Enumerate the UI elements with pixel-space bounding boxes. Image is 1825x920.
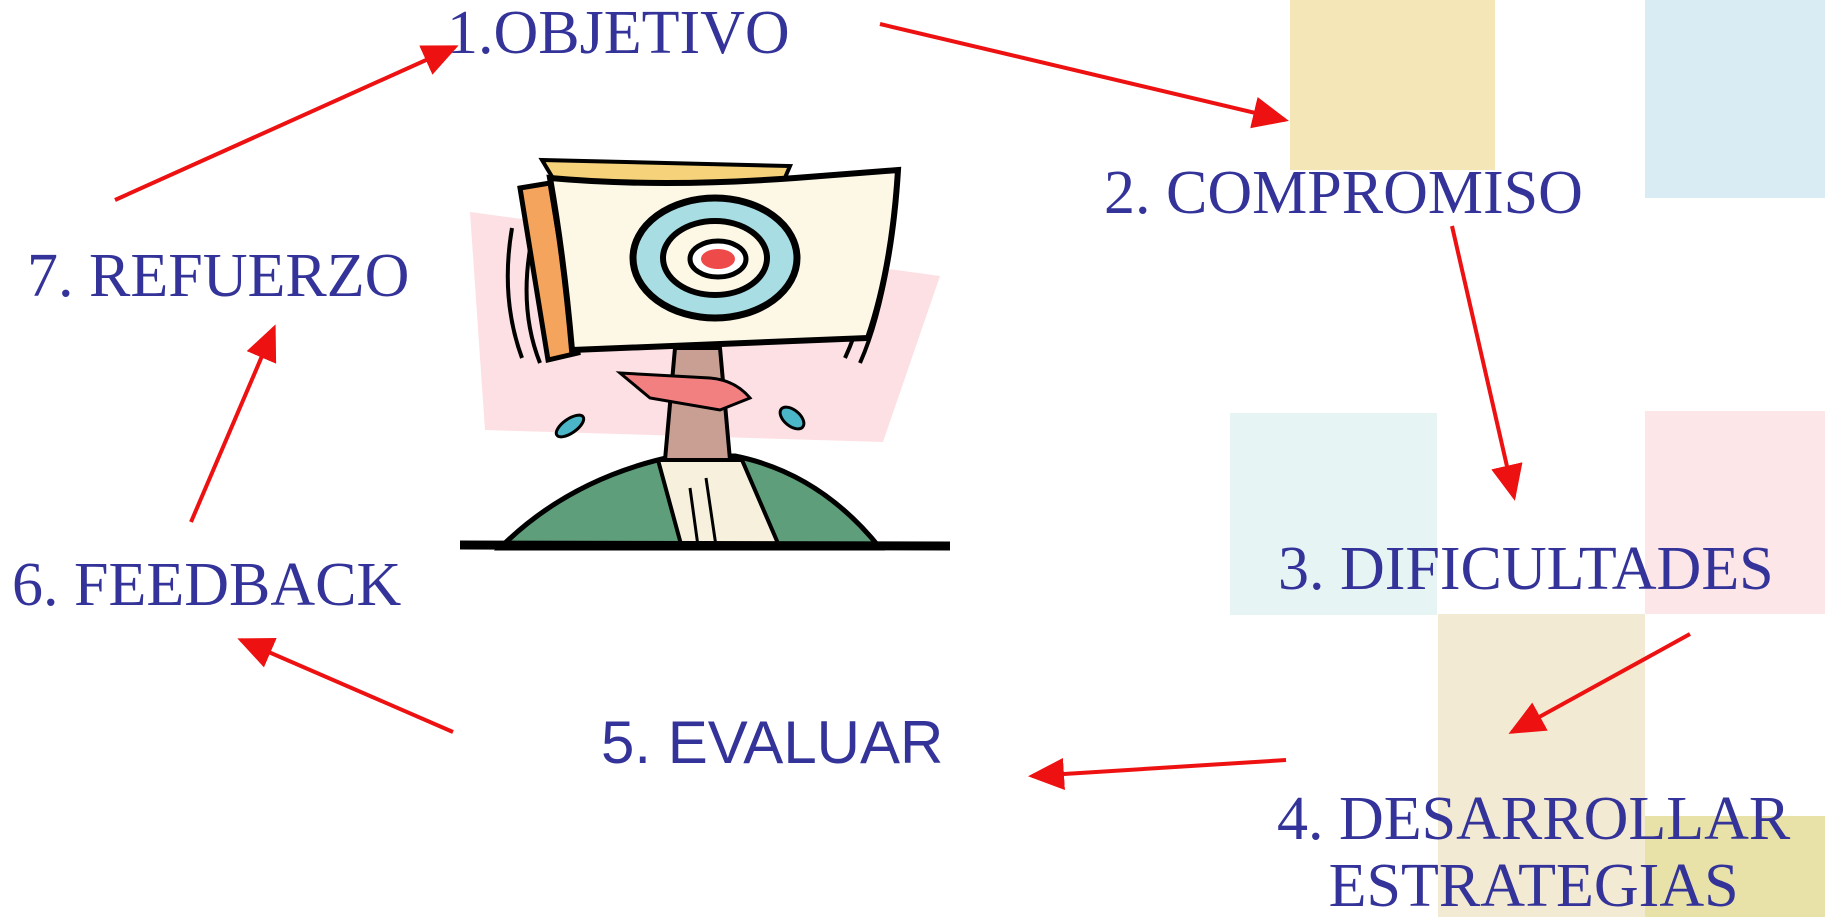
bg-square-pink — [1645, 411, 1825, 614]
bg-square-blue — [1645, 0, 1825, 198]
step-2-compromiso: 2. COMPROMISO — [1104, 159, 1583, 227]
step-1-objetivo: 1.OBJETIVO — [447, 0, 790, 67]
bg-square-beige — [1438, 614, 1645, 917]
arrow-1-to-2 — [879, 22, 1289, 129]
step-6-feedback: 6. FEEDBACK — [12, 551, 402, 619]
arrow-4-to-5 — [1028, 758, 1287, 790]
bg-square-teal — [1230, 413, 1437, 615]
bg-square-gold — [1290, 0, 1495, 170]
arrow-3-to-4 — [1508, 632, 1691, 734]
bg-square-olive — [1645, 816, 1825, 917]
arrow-6-to-7 — [189, 324, 277, 523]
step-4-line-1: 4. DESARROLLAR — [1277, 785, 1791, 853]
target-headed-figure-icon — [460, 157, 950, 551]
step-5-evaluar: 5. EVALUAR — [601, 709, 944, 776]
step-4-line-2: ESTRATEGIAS — [1328, 851, 1739, 920]
step-7-refuerzo: 7. REFUERZO — [27, 242, 410, 310]
arrow-7-to-1 — [114, 45, 459, 202]
arrow-2-to-3 — [1450, 225, 1523, 501]
step-3-dificultades: 3. DIFICULTADES — [1278, 535, 1774, 603]
step-4-desarrollar-estrategias: 4. DESARROLLAR ESTRATEGIAS — [1277, 786, 1790, 920]
arrow-5-to-6 — [237, 638, 454, 734]
